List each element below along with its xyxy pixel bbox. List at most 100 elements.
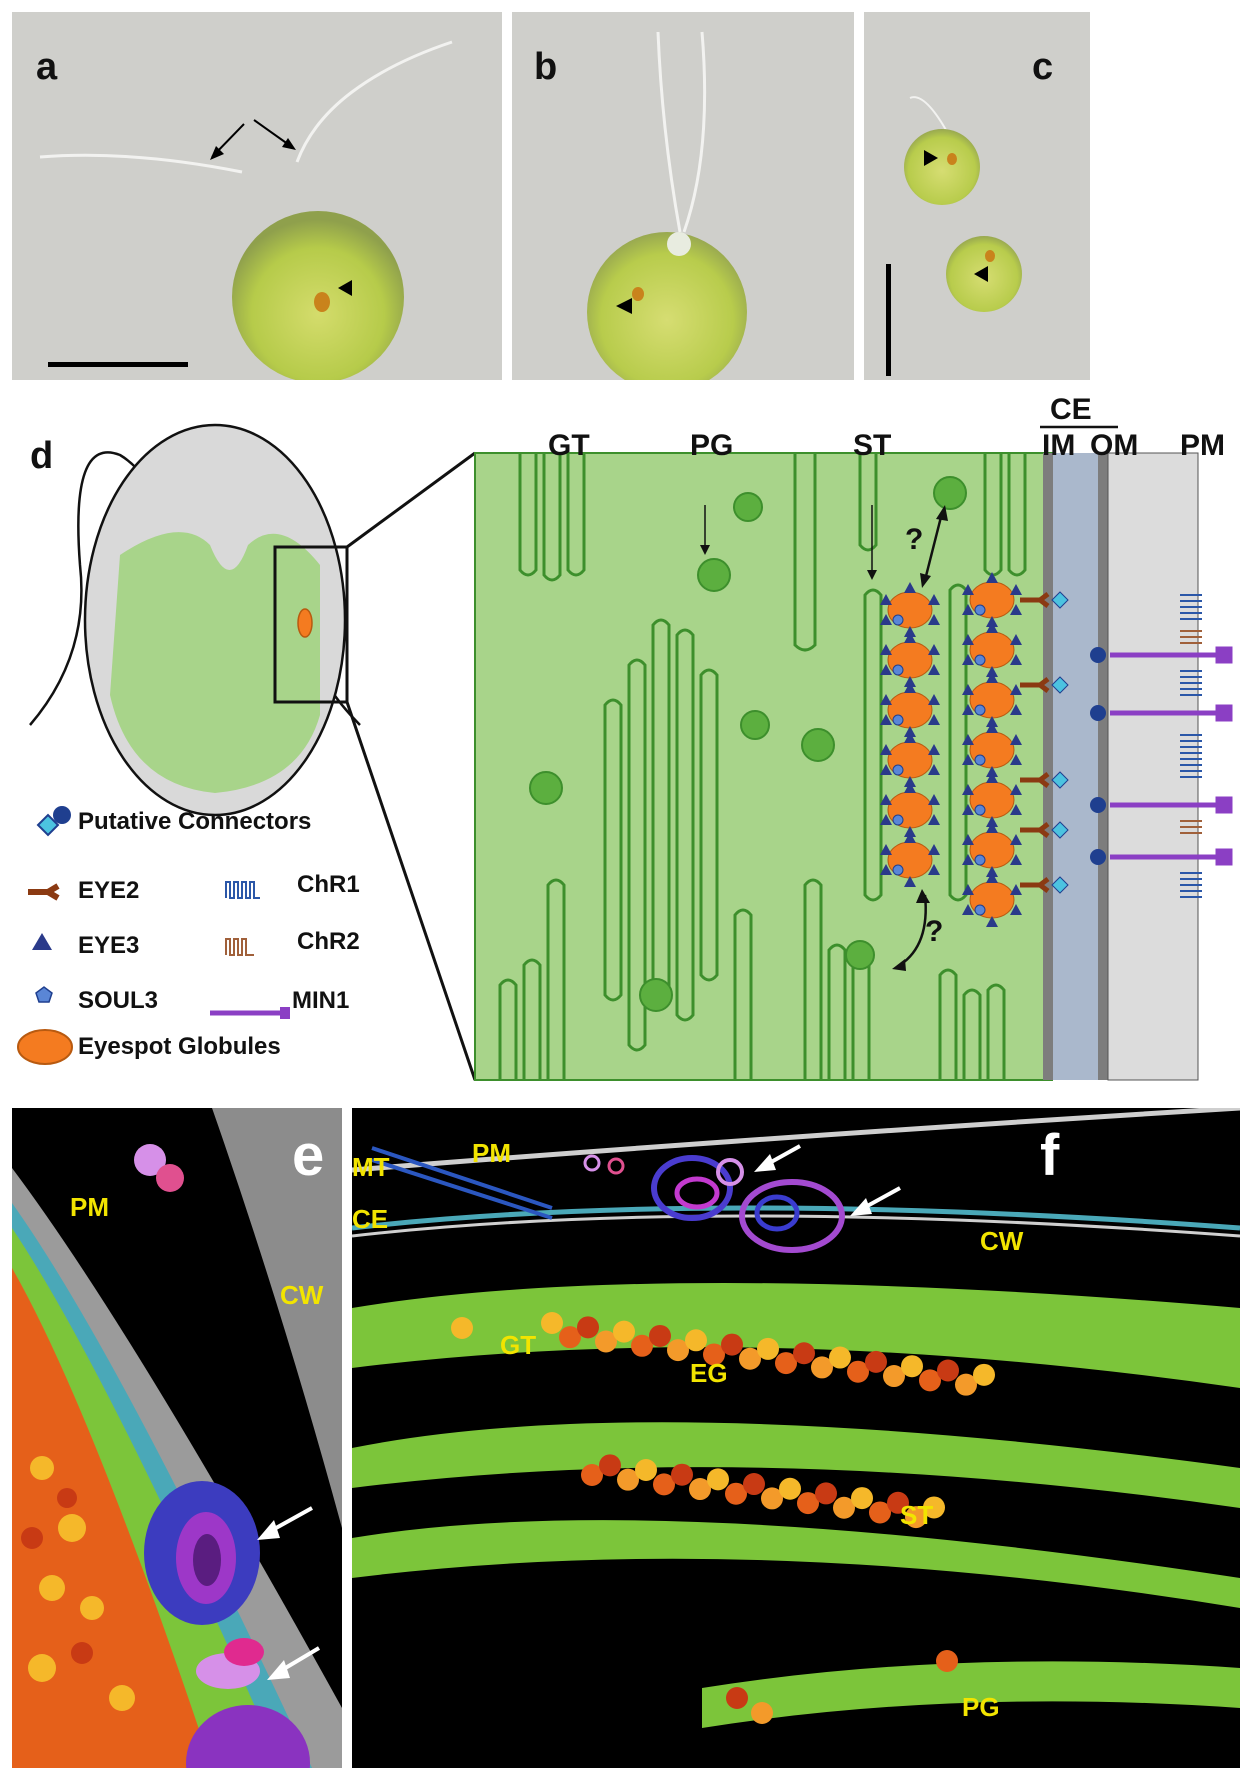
- eye3-marker: [986, 716, 998, 727]
- label-f-gt: GT: [500, 1330, 537, 1360]
- tomogram-globule: [581, 1464, 603, 1486]
- soul3-marker: [974, 854, 986, 866]
- tomogram-globule: [757, 1337, 779, 1360]
- tomogram-globule: [667, 1339, 689, 1362]
- eye3-marker: [962, 734, 974, 745]
- tomogram-globule: [707, 1468, 729, 1491]
- eye3-marker: [904, 782, 916, 793]
- eye3-marker: [1010, 604, 1022, 615]
- eye3-marker: [904, 832, 916, 843]
- eyespot-globule-cluster: [451, 1312, 995, 1724]
- tomogram-globule: [901, 1355, 923, 1378]
- legend-eye3: EYE3: [78, 932, 140, 959]
- tomogram-globule: [775, 1352, 797, 1375]
- tomogram-globule: [613, 1320, 635, 1343]
- panel-label-f: f: [1040, 1123, 1060, 1188]
- soul3-marker: [892, 714, 904, 726]
- soul3-marker: [892, 864, 904, 876]
- label-pg: PG: [690, 429, 734, 462]
- eye3-marker: [904, 776, 916, 787]
- connector-marker: [1051, 821, 1069, 839]
- label-f-pm: PM: [472, 1138, 511, 1168]
- tomogram-globule: [883, 1365, 905, 1388]
- question-mark-top: ?: [905, 523, 924, 556]
- tomogram-panel-e: PM CW e: [12, 1108, 342, 1768]
- panel-label-c: c: [1032, 46, 1054, 88]
- label-pm: PM: [1180, 429, 1225, 462]
- legend-connectors: Putative Connectors: [78, 808, 312, 835]
- tomogram-globule: [685, 1329, 707, 1352]
- eye3-marker: [962, 684, 974, 695]
- eye3-marker: [904, 632, 916, 643]
- tomogram-globule: [923, 1496, 945, 1519]
- eye3-marker: [986, 822, 998, 833]
- tomogram-globule: [631, 1334, 653, 1357]
- tomogram-globule: [739, 1347, 761, 1370]
- panel-label-e: e: [292, 1123, 325, 1188]
- tomogram-globule: [751, 1702, 773, 1724]
- tomogram-globule: [955, 1373, 977, 1396]
- eye3-marker: [904, 682, 916, 693]
- eye3-marker: [1010, 654, 1022, 665]
- eye3-marker: [904, 582, 916, 593]
- soul3-marker: [892, 664, 904, 676]
- eye3-marker: [928, 644, 940, 655]
- eye2-marker: [1020, 677, 1050, 693]
- eye2-marker: [1020, 772, 1050, 788]
- eye3-marker: [962, 654, 974, 665]
- legend-min1: MIN1: [292, 987, 350, 1014]
- tomogram-globule: [887, 1491, 909, 1514]
- eyespot-diagram: [17, 423, 1233, 1081]
- tomogram-globule: [599, 1454, 621, 1477]
- eye3-marker: [880, 814, 892, 825]
- eye3-marker: [1010, 784, 1022, 795]
- eye3-marker: [1010, 904, 1022, 915]
- label-e-cw: CW: [280, 1280, 324, 1310]
- eye3-marker: [880, 794, 892, 805]
- eye3-marker: [880, 744, 892, 755]
- eyespot-globule-stack: [880, 572, 1069, 927]
- soul3-marker: [892, 814, 904, 826]
- eye3-marker: [986, 872, 998, 883]
- eye3-marker: [928, 594, 940, 605]
- eye3-marker: [928, 614, 940, 625]
- eye3-marker: [986, 622, 998, 633]
- eye3-marker: [928, 744, 940, 755]
- eye3-marker: [986, 866, 998, 877]
- eye3-marker: [880, 644, 892, 655]
- eye3-marker: [880, 764, 892, 775]
- eye3-marker: [880, 614, 892, 625]
- eye3-marker: [1010, 754, 1022, 765]
- soul3-marker: [892, 764, 904, 776]
- eye3-marker: [1010, 584, 1022, 595]
- label-im: IM: [1042, 429, 1076, 462]
- eye3-marker: [904, 626, 916, 637]
- cell-image-c: [886, 96, 1022, 376]
- eye3-marker: [986, 766, 998, 777]
- eye3-marker: [962, 604, 974, 615]
- connector-marker: [1051, 876, 1069, 894]
- tomogram-globule: [721, 1333, 743, 1356]
- soul3-marker: [892, 614, 904, 626]
- eye3-marker: [986, 672, 998, 683]
- eye3-marker: [962, 634, 974, 645]
- eye3-marker: [986, 572, 998, 583]
- eye3-marker: [880, 864, 892, 875]
- micrograph-panel-b: b: [512, 12, 854, 380]
- panel-label-a: a: [36, 46, 58, 88]
- tomogram-globule: [703, 1343, 725, 1366]
- label-st: ST: [853, 429, 892, 462]
- soul3-marker: [974, 904, 986, 916]
- tomogram-globule: [451, 1317, 473, 1339]
- tomogram-globule: [559, 1326, 581, 1349]
- tomogram-globule: [905, 1506, 927, 1529]
- panel-label-d: d: [30, 435, 54, 477]
- tomogram-image-f: [352, 1108, 1240, 1728]
- eye3-marker: [962, 904, 974, 915]
- eye3-marker: [962, 834, 974, 845]
- eye3-marker: [928, 664, 940, 675]
- micrograph-panel-c: c: [864, 12, 1090, 380]
- eye3-marker: [962, 754, 974, 765]
- label-f-mt: MT: [352, 1152, 390, 1182]
- eye3-marker: [904, 726, 916, 737]
